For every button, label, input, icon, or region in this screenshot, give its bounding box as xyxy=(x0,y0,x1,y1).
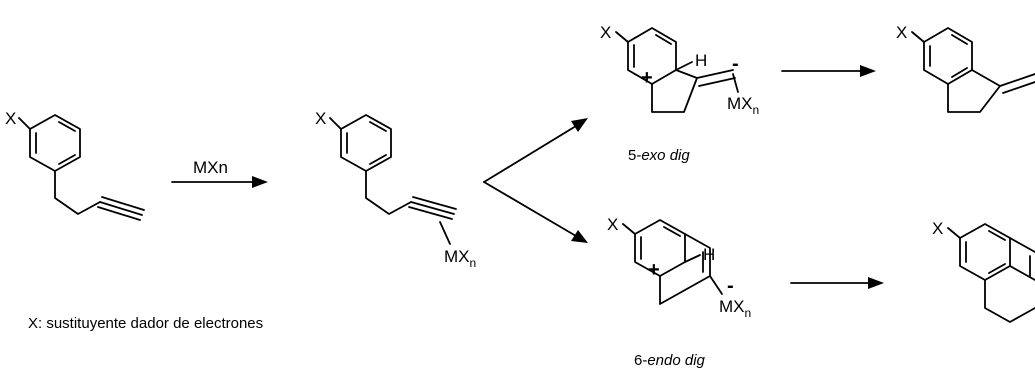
benzene-ring xyxy=(923,27,973,85)
cation-charge: + xyxy=(648,259,660,281)
exocyclic-double-bond xyxy=(698,77,736,87)
substituent-label: X xyxy=(607,215,618,234)
branch-arrows xyxy=(483,118,588,243)
branch-arrow-exo xyxy=(483,125,577,183)
second-six-ring xyxy=(659,233,711,305)
aromatic-bond xyxy=(58,121,76,132)
five-ring xyxy=(651,69,698,113)
aromatic-bond xyxy=(951,34,968,45)
aromatic-bond xyxy=(58,154,76,165)
alkyne-bond xyxy=(410,201,455,215)
double-bond xyxy=(655,34,672,45)
alkyl-chain xyxy=(365,170,412,215)
metal-label: MXn xyxy=(727,94,759,117)
reaction-arrow xyxy=(790,277,884,289)
starting-material: X xyxy=(5,109,145,221)
x-bond xyxy=(911,31,925,43)
substituent-caption: X: sustituyente dador de electrones xyxy=(28,315,263,332)
substituent-label: X xyxy=(600,23,611,42)
reaction-arrow xyxy=(171,176,268,188)
metal-label: MXn xyxy=(444,247,476,270)
aromatic-bond xyxy=(951,67,968,78)
exocyclic-double-bond xyxy=(696,69,734,79)
aromatic-bond xyxy=(369,154,387,165)
branch-arrow-endo xyxy=(483,181,577,237)
arrowhead xyxy=(868,277,884,289)
exocyclic-double-bond xyxy=(999,73,1035,87)
substituent-label: X xyxy=(896,23,907,42)
hydrogen-label: H xyxy=(703,245,715,264)
benzene-ring xyxy=(340,114,392,172)
exocyclic-double-bond xyxy=(1002,81,1035,94)
metal-label: MXn xyxy=(719,297,751,320)
carbon-metal-bond xyxy=(709,275,723,295)
x-bond xyxy=(615,31,629,43)
pi-complex: X MXn xyxy=(315,109,476,270)
aromatic-bond xyxy=(988,263,1006,274)
h-bond xyxy=(675,61,693,71)
x-bond xyxy=(947,227,961,239)
alkyl-chain xyxy=(54,170,101,215)
alkyne-bond xyxy=(97,206,141,221)
x-bond xyxy=(329,117,342,130)
substituent-label: X xyxy=(932,219,943,238)
benzene-ring xyxy=(959,223,1011,281)
six-ring xyxy=(634,219,686,277)
indene-product: X xyxy=(896,23,1035,113)
benzene-ring xyxy=(29,114,81,172)
double-bond xyxy=(663,226,681,237)
substituent-label: X xyxy=(5,109,16,128)
anion-charge: - xyxy=(732,53,739,75)
substituent-label: X xyxy=(315,109,326,128)
reaction-arrow xyxy=(781,65,876,77)
endo-caption: 6-endo dig xyxy=(634,352,706,369)
arrowhead xyxy=(860,65,876,77)
anion-charge: - xyxy=(727,275,734,297)
alkyne-bond xyxy=(99,201,143,216)
exo-intermediate: X H + - MXn xyxy=(600,23,759,117)
naphthalene-product: X xyxy=(932,219,1035,323)
h-bond xyxy=(684,254,701,263)
reagent-label: MXn xyxy=(193,158,228,177)
ring-bond xyxy=(1009,265,1035,281)
alkyne-bond xyxy=(408,206,453,220)
hydrogen-label: H xyxy=(695,51,707,70)
alkyne-bond xyxy=(101,196,145,211)
aromatic-bond xyxy=(988,230,1006,241)
five-ring xyxy=(947,69,1001,113)
ring-bond xyxy=(1009,237,1035,253)
alkyne-bond xyxy=(412,196,457,210)
metal-coordination-bond xyxy=(439,221,451,245)
x-bond xyxy=(18,117,31,130)
second-ring xyxy=(984,279,1035,323)
arrowhead xyxy=(252,176,268,188)
endo-intermediate: X H + - MXn xyxy=(607,215,751,320)
x-bond xyxy=(622,223,636,235)
cation-charge: + xyxy=(641,67,653,89)
exo-caption: 5-exo dig xyxy=(628,147,690,164)
carbon-metal-bond xyxy=(732,73,739,93)
aromatic-bond xyxy=(369,121,387,132)
